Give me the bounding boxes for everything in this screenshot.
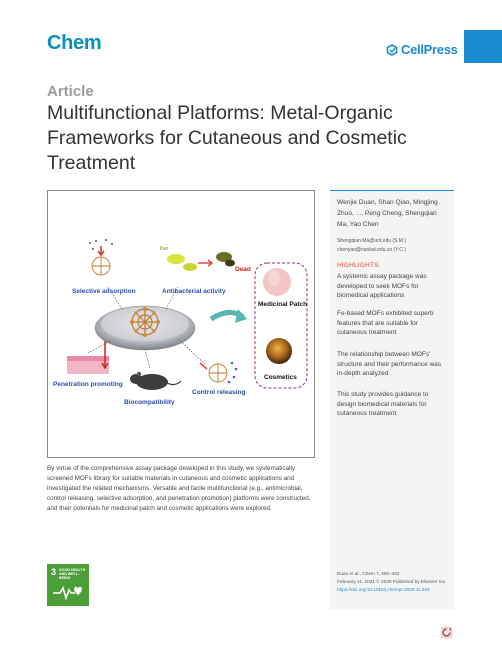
publisher-name: CellPress (401, 42, 458, 57)
article-summary: By virtue of the comprehensive assay pac… (47, 465, 311, 512)
sidebar-panel (330, 190, 454, 609)
contact-email[interactable]: chenyao@nankai.edu.cn (Y.C.) (337, 246, 406, 253)
highlight-item: Fe-based MOFs exhibited superb features … (337, 310, 434, 337)
figure-label-medicinal-patch: Medicinal Patch (258, 301, 308, 308)
author-list: Wenjie Duan, Shan Qiao, Mingjing Zhuo, .… (337, 199, 438, 228)
heartbeat-icon (53, 586, 82, 601)
figure-label-penetration: Penetration promoting (53, 381, 123, 388)
citation-block: Duan et al., Chem 7, 450–462 February 11… (337, 570, 452, 594)
contact-email[interactable]: Shengqian.Ma@unt.edu (S.M.) (337, 238, 407, 244)
citation-line: February 11, 2021 © 2020 Published by El… (337, 579, 447, 584)
publisher-logo: CellPress (386, 42, 458, 57)
citation-line: Duan et al., Chem 7, 450–462 (337, 571, 400, 576)
article-title: Multifunctional Platforms: Metal-Organic… (47, 102, 407, 174)
contact-emails: Shengqian.Ma@unt.edu (S.M.) chenyao@nank… (337, 237, 406, 254)
check-for-updates-icon[interactable] (440, 626, 453, 639)
journal-name: Chem (47, 32, 102, 54)
article-type: Article (47, 83, 94, 100)
figure-label-antibacterial: Antibacterial activity (162, 288, 226, 295)
figure-label-cosmetics: Cosmetics (264, 374, 297, 381)
figure-label-live: live (160, 246, 169, 252)
cellpress-icon (386, 43, 398, 56)
sdg-label: GOOD HEALTH AND WELL-BEING (59, 568, 86, 580)
figure-label-dead: Dead (235, 266, 251, 273)
highlight-item: A systemic assay package was developed t… (337, 273, 427, 300)
figure-label-selective-adsorption: Selective adsorption (72, 288, 136, 295)
sdg-badge: 3 GOOD HEALTH AND WELL-BEING (47, 564, 89, 606)
highlight-item: The relationship between MOFs' structure… (337, 351, 442, 378)
highlight-item: This study provides guidance to design b… (337, 391, 429, 418)
figure-label-biocompatibility: Biocompatibility (124, 399, 175, 406)
sdg-number: 3 (51, 567, 57, 577)
header-accent-block (464, 30, 502, 63)
doi-link[interactable]: https://doi.org/10.1016/j.chempr.2020.11… (337, 587, 430, 592)
figure-label-control-releasing: Control releasing (192, 389, 246, 396)
graphical-abstract: Selective adsorption Antibacterial activ… (47, 190, 315, 458)
highlights-heading: HIGHLIGHTS (337, 262, 379, 269)
graphical-abstract-art (67, 239, 308, 390)
